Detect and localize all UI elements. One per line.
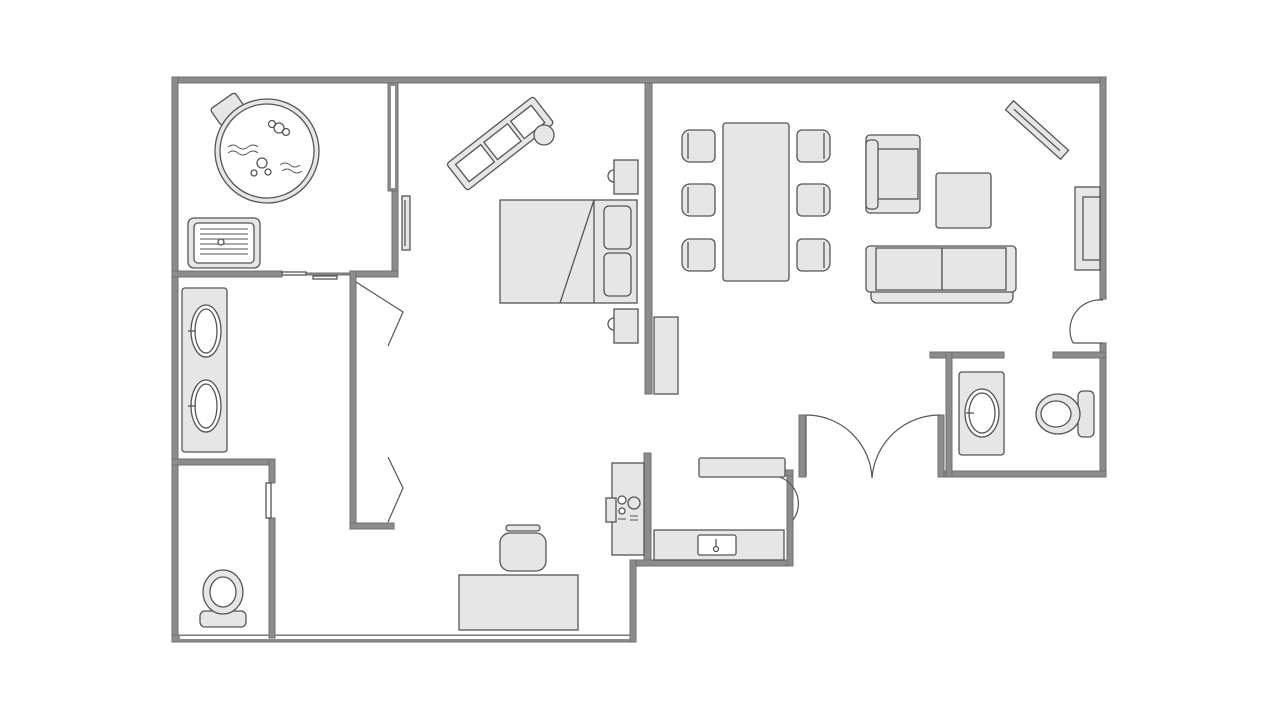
nightstand-bottom <box>607 308 639 344</box>
coffee-table <box>935 172 992 229</box>
shower <box>187 217 261 269</box>
kitchen-counter <box>653 529 785 561</box>
side-table-round <box>533 124 555 146</box>
bed <box>499 199 638 304</box>
dining-chairs-left <box>681 129 716 272</box>
dining-chairs-right <box>796 129 831 272</box>
wall-top <box>171 76 1107 84</box>
half-bath-toilet <box>1035 390 1095 438</box>
doors <box>265 271 1104 523</box>
wall-bedroom-living <box>644 82 653 395</box>
dining-table <box>722 122 790 282</box>
fireplace <box>1074 186 1101 271</box>
armchair <box>865 134 921 214</box>
hot-tub <box>210 92 320 204</box>
wall-left <box>171 76 179 643</box>
tv-bedroom <box>401 195 411 251</box>
cooktop <box>605 462 645 556</box>
walls <box>171 76 1107 643</box>
wall-right-lower <box>1099 342 1107 478</box>
tv-stand <box>1004 99 1070 161</box>
kitchen-shelf <box>698 457 786 478</box>
nightstand-top <box>607 159 639 195</box>
desk <box>458 574 579 631</box>
wall-right-upper <box>1099 76 1107 300</box>
toilet-closet-toilet <box>199 569 247 628</box>
desk-chair <box>499 524 547 572</box>
recliner <box>446 96 554 191</box>
double-sink-vanity <box>181 287 228 453</box>
dresser <box>653 316 679 395</box>
half-bath-sink <box>958 371 1005 456</box>
sofa <box>865 245 1017 304</box>
wall-halfbath-bottom <box>939 470 1107 478</box>
